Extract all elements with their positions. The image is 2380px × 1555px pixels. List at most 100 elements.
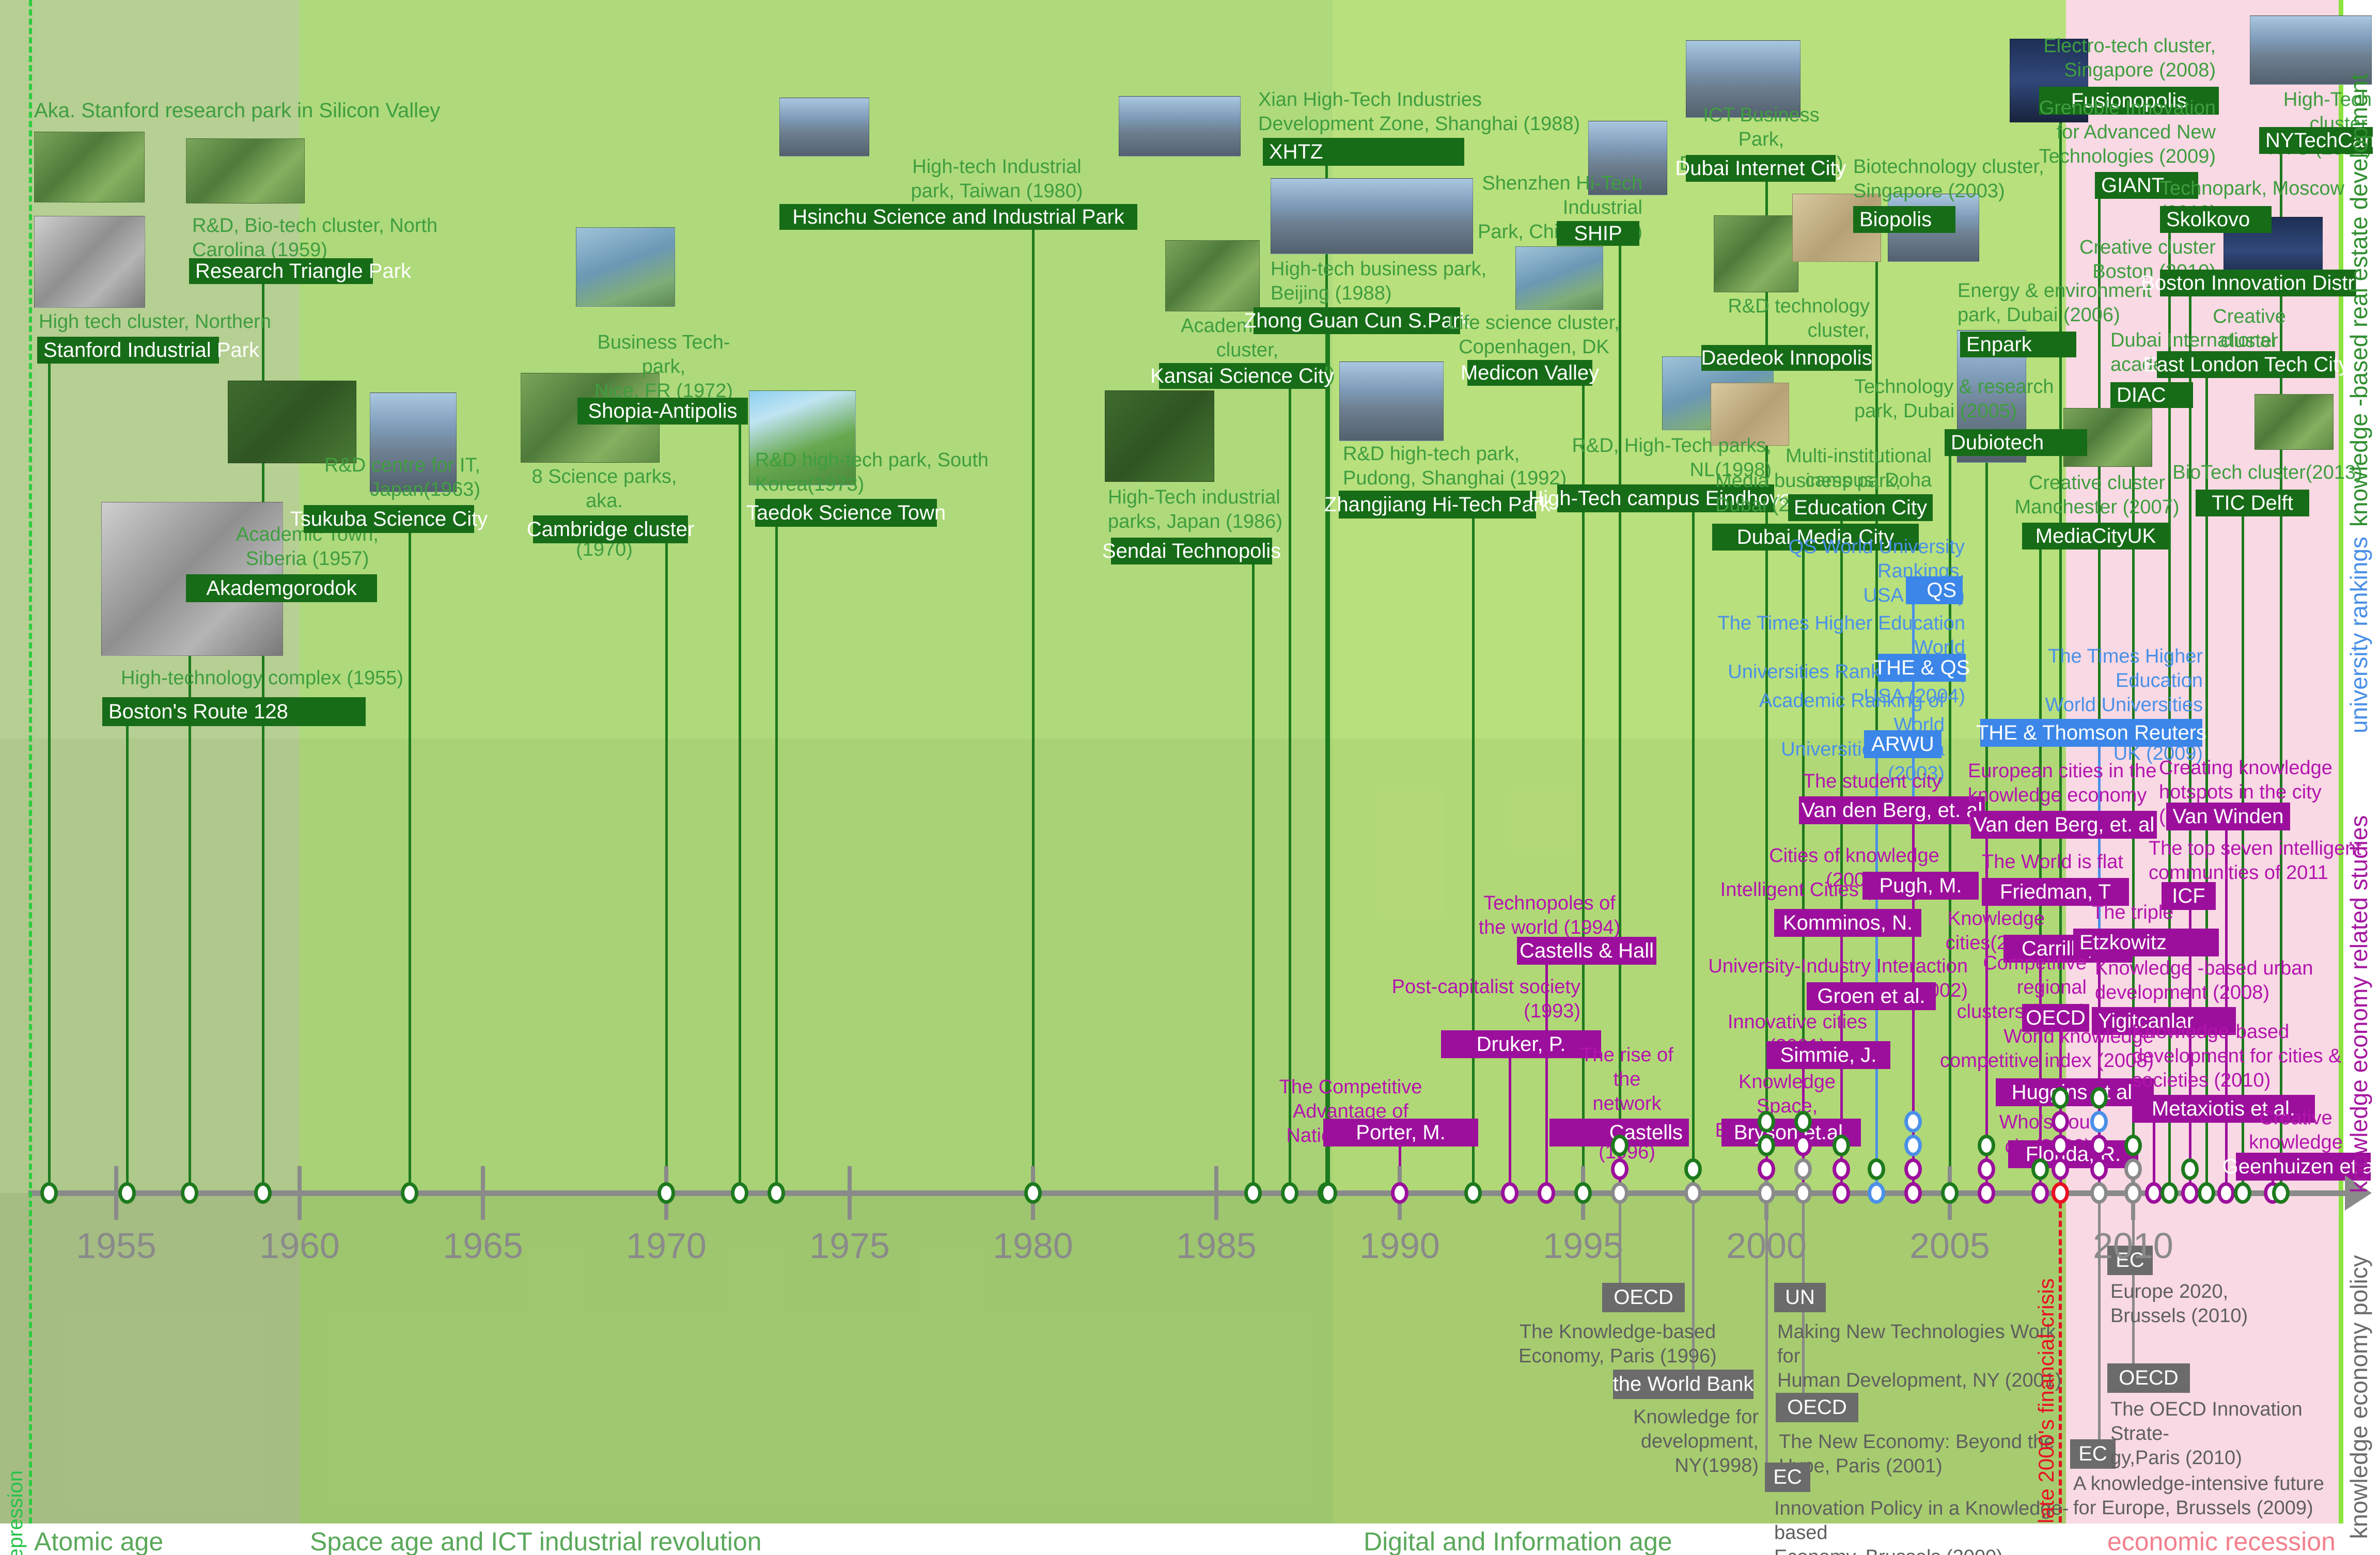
boston_id-marker — [2181, 1158, 2199, 1180]
zhangjiang-line — [1472, 519, 1475, 1193]
photo-tic-delft — [2254, 394, 2334, 450]
photo-research-triangle — [186, 138, 305, 203]
ship-description: Shenzhen Hi-Tech Industrial Park, China … — [1478, 172, 1642, 243]
ticdelft-box: TIC Delft — [2196, 490, 2309, 516]
stanford-box: Stanford Industrial Park — [37, 337, 259, 364]
florida-marker — [2052, 1111, 2069, 1133]
biopolis-box: Biopolis — [1853, 206, 1955, 233]
photo-akademgorodok — [228, 381, 356, 463]
pugh-box: Pugh, M. — [1862, 872, 1979, 900]
vdberg04-marker — [1904, 1182, 1922, 1204]
daedeok-box: Daedeok Innopolis — [1701, 345, 1872, 371]
fusionopolis-marker — [2052, 1087, 2069, 1109]
boston128-box: Boston's Route 128 — [102, 697, 366, 726]
educationcity-marker — [1833, 1135, 1850, 1156]
tsukuba-line — [409, 533, 411, 1193]
theqs-marker — [1904, 1111, 1922, 1133]
ec2009-line — [2098, 1193, 2101, 1439]
vanwinden-box: Van Winden — [2166, 803, 2290, 830]
stanford-marker — [40, 1182, 58, 1204]
era-label-atomic: Atomic age — [34, 1527, 164, 1555]
ec2009-description: A knowledge-intensive future for Europe,… — [2073, 1473, 2324, 1519]
eindhoven-box: High-Tech campus Eindhoven — [1528, 484, 1803, 512]
axis-year-1975: 1975 — [809, 1226, 890, 1266]
financial_crisis-marker — [2052, 1182, 2069, 1204]
friedman-line — [1985, 906, 1988, 1193]
axis-line — [28, 1190, 2345, 1196]
rtp-line — [262, 284, 264, 1193]
dubiotech-box: Dubiotech — [1945, 429, 2087, 456]
xhtz-description: Xian High-Tech Industries Development Zo… — [1258, 89, 1580, 135]
enpark-box: Enpark — [1960, 332, 2076, 357]
porter-box: Porter, M. — [1323, 1119, 1478, 1146]
pugh-description: Cities of knowledge (2004) — [1769, 845, 1939, 891]
huggins-description: World knowledge competitive index (2008) — [1940, 1026, 2154, 1072]
sendai-box: Sendai Technopolis — [1102, 538, 1281, 564]
diac-line — [2132, 408, 2135, 1193]
druker-line — [1509, 1058, 1511, 1193]
photo-hsinchu — [779, 98, 869, 156]
dubiotech-marker — [1941, 1182, 1959, 1204]
oecd01-description: The New Economy: Beyond the Hype, Paris … — [1779, 1431, 2055, 1477]
worldbank98-description: Knowledge for development, NY(1998) — [1633, 1406, 1759, 1477]
yigitcanlar-marker — [2090, 1135, 2108, 1156]
oecd07-marker — [2052, 1158, 2069, 1180]
porter-marker — [1391, 1182, 1408, 1204]
icf-marker — [2181, 1182, 2199, 1204]
axis-tick-1955 — [114, 1166, 118, 1220]
boston_id-box: Boston Innovation District — [2141, 270, 2375, 296]
photo-education-city — [1711, 383, 1789, 446]
dubiotech-description: Technology & research park, Dubai (2005) — [1854, 376, 2054, 422]
oecd96-marker — [1611, 1182, 1629, 1204]
era-label-space: Space age and ICT industrial revolution — [310, 1527, 762, 1555]
axis-year-2005: 2005 — [1909, 1226, 1990, 1266]
zgc-marker — [1320, 1182, 1337, 1204]
ship-box: SHIP — [1557, 221, 1639, 246]
akademgorodok-marker — [181, 1182, 198, 1204]
skolkovo-marker — [2160, 1182, 2178, 1204]
zgc-description: High-tech business park, Beijing (1988) — [1271, 258, 1487, 304]
cambridge-description: 8 Science parks, aka. Silicon Fen, UK (1… — [531, 466, 677, 560]
mediacityuk-marker — [2031, 1158, 2049, 1180]
axis-tick-1985 — [1214, 1166, 1218, 1220]
worldbank98-line — [1692, 1193, 1695, 1370]
taedok-marker — [768, 1182, 785, 1204]
enpark-line — [1985, 357, 1988, 1193]
era-label-recession: economic recession — [2107, 1527, 2336, 1555]
educationcity-line — [1840, 521, 1843, 1193]
nytech-box: NYTechCampus — [2259, 127, 2380, 154]
photo-shenzhen — [1588, 121, 1667, 195]
taedok-box: Taedok Science Town — [746, 499, 946, 527]
rtp-box: Research Triangle Park — [189, 258, 411, 284]
castellshall-marker — [1538, 1182, 1555, 1204]
recovery-point-label: recovery point of The Great depression — [4, 1208, 27, 1555]
druker-box: Druker, P. — [1441, 1030, 1601, 1058]
dubai_internet-marker — [1758, 1111, 1775, 1133]
friedman-marker — [1978, 1158, 1995, 1180]
arwu-box: ARWU — [1864, 730, 1941, 758]
tsukuba-description: R&D centre for IT, Japan(1963) — [324, 454, 480, 500]
ec2010-marker — [2124, 1182, 2142, 1204]
zgc-line — [1327, 334, 1330, 1193]
yigitcanlar-box: Yigitcanlar — [2092, 1007, 2236, 1035]
dubai_media-box: Dubai Media City — [1712, 524, 1919, 551]
sophia-description: Business Tech-park, Nice, FR (1972) — [594, 332, 733, 402]
rtp-marker — [254, 1182, 272, 1204]
icf-description: The top seven intelligent communities of… — [2149, 838, 2361, 884]
oecd96-line — [1619, 1193, 1621, 1283]
band-label-policy: knowledge economy policy — [2345, 1255, 2372, 1539]
photo-kansai — [1165, 240, 1260, 311]
oecd2010-line — [2132, 1193, 2135, 1363]
policy-band-overlay — [0, 1193, 2066, 1523]
florida-line — [2059, 1168, 2062, 1193]
dubai_internet-line — [1765, 182, 1768, 1193]
hsinchu-description: High-tech Industrial park, Taiwan (1980) — [911, 156, 1083, 202]
ec2009-marker — [2090, 1182, 2108, 1204]
sendai-description: High-Tech industrial parks, Japan (1986) — [1108, 486, 1282, 532]
axis-year-1960: 1960 — [259, 1226, 340, 1266]
space-age-zone — [300, 0, 1333, 1523]
oecd2010-description: The OECD Innovation Strate- gy,Paris (20… — [2110, 1399, 2303, 1469]
band-label-real-estate: knowledge -based real estate development — [2345, 73, 2372, 527]
komminos-marker — [1833, 1182, 1850, 1204]
arwu-line — [1875, 758, 1878, 1193]
